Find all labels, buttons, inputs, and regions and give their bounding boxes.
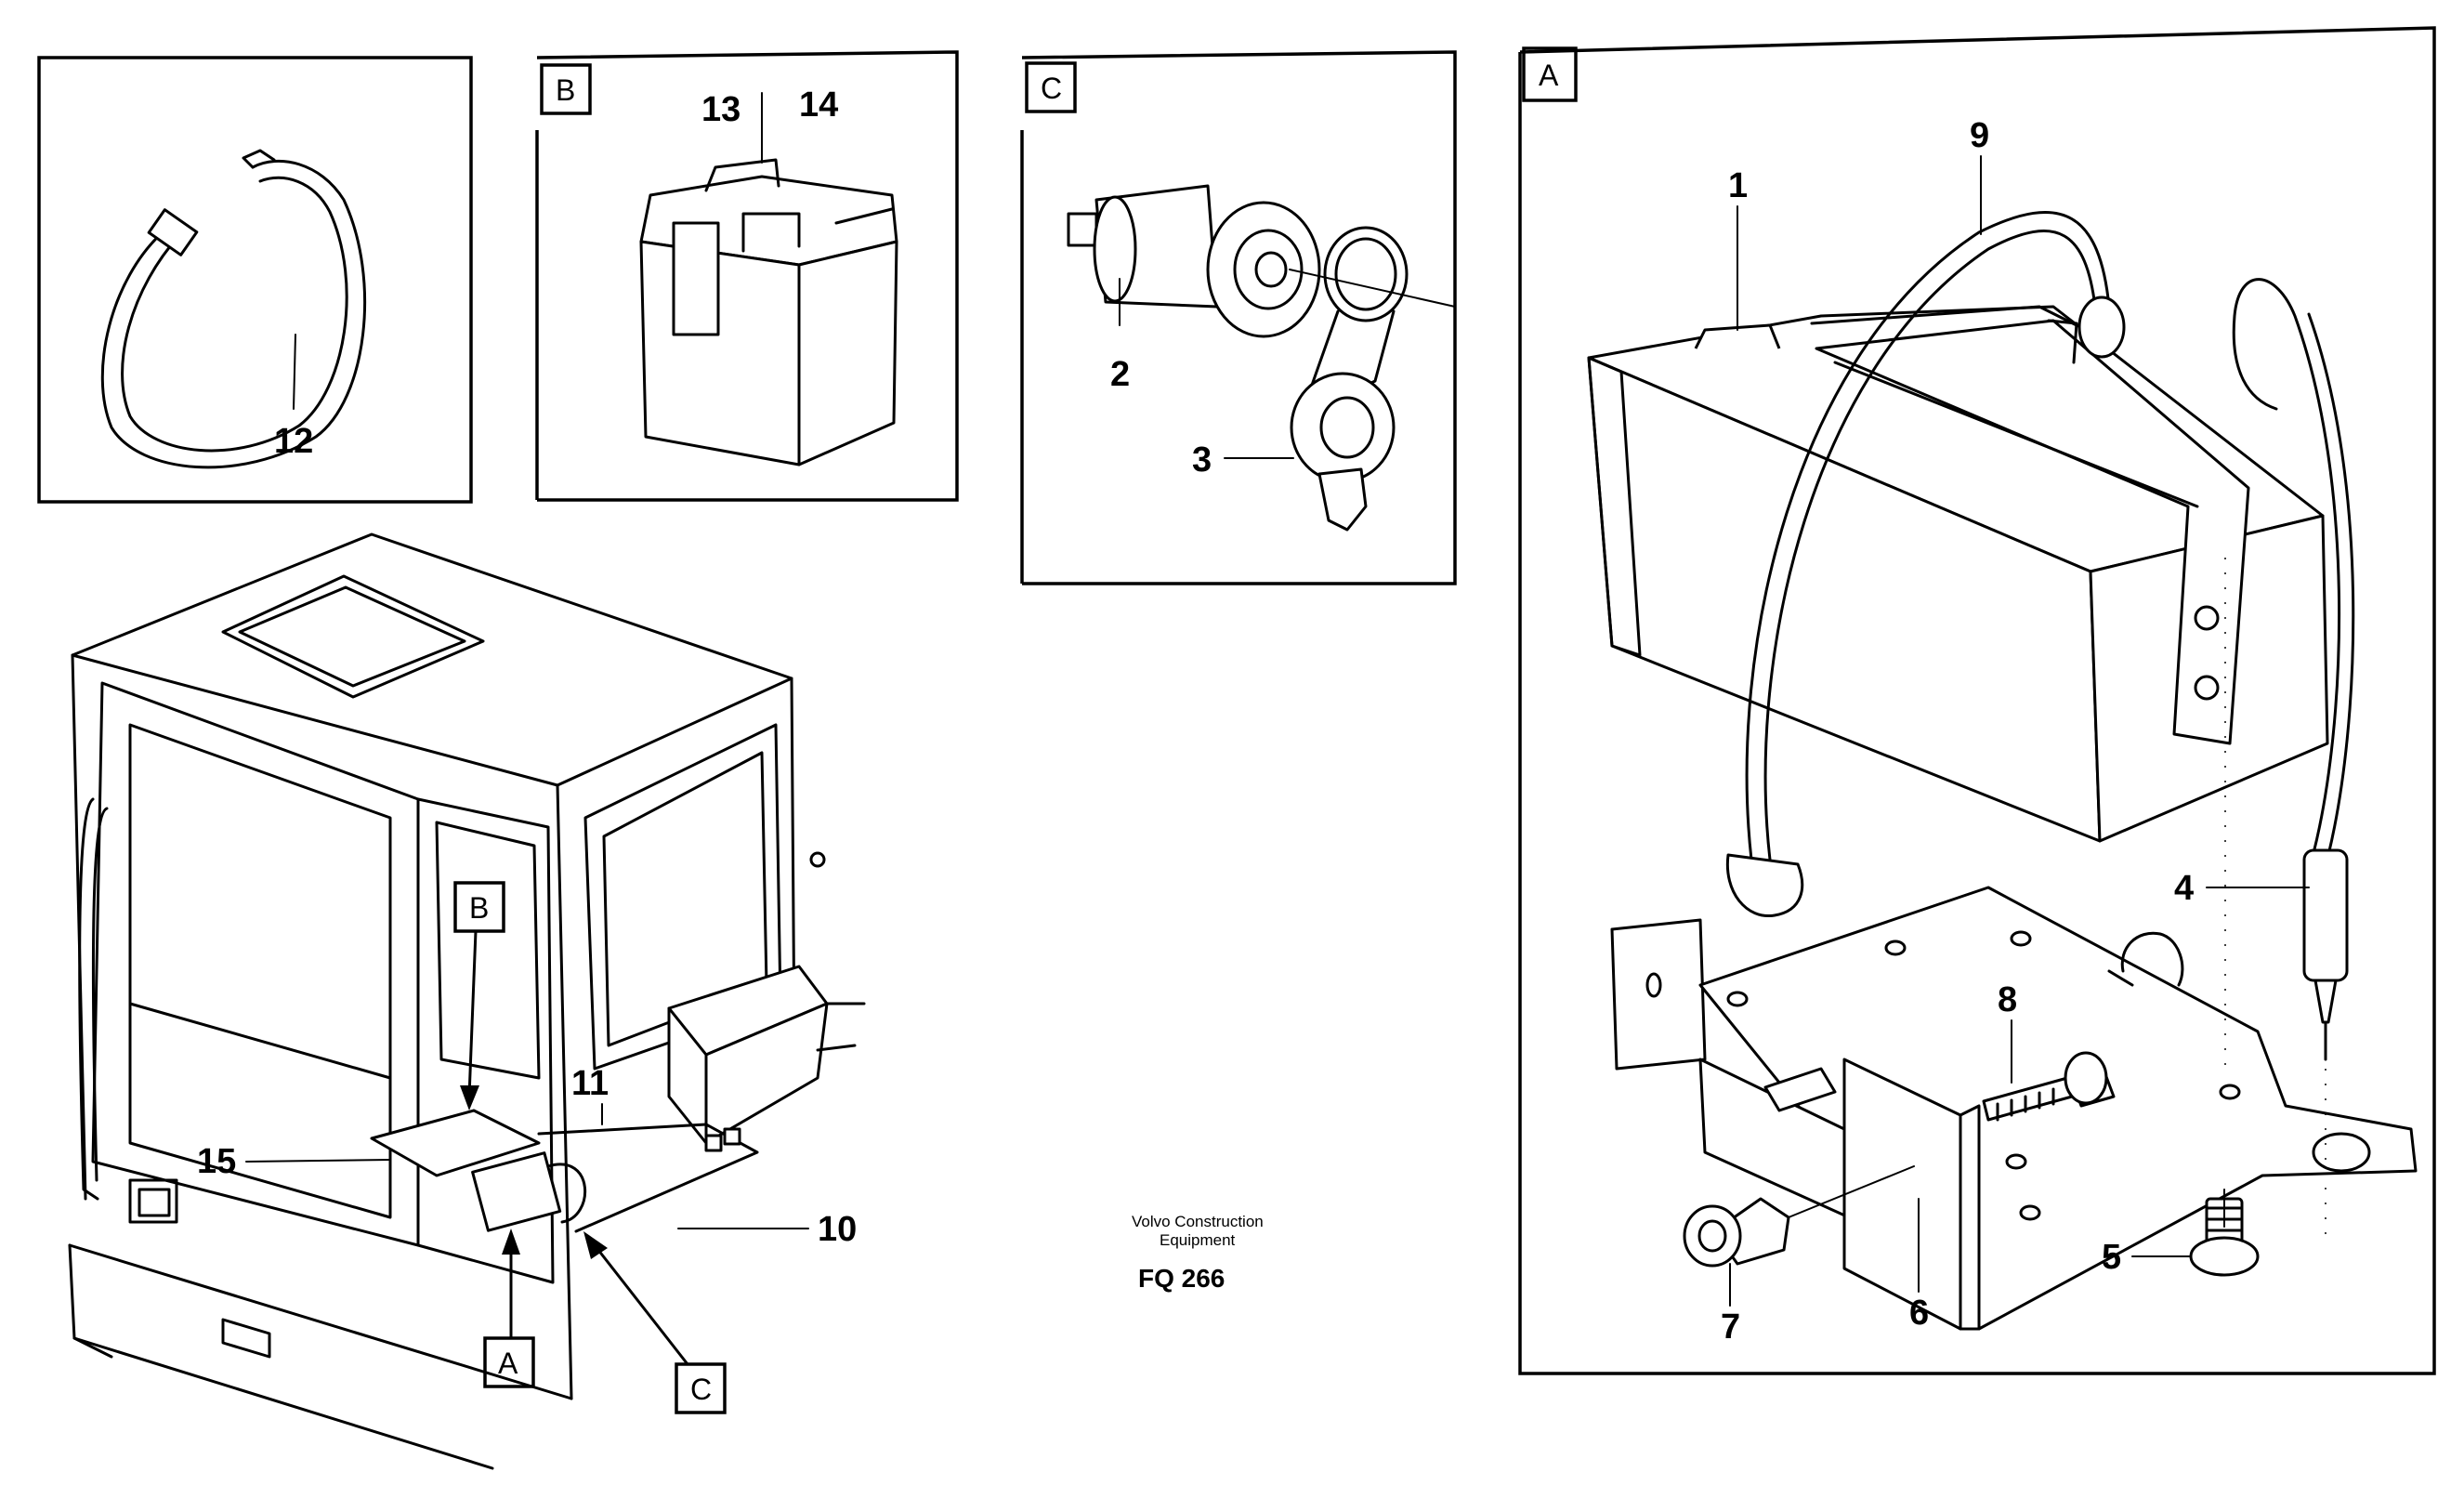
callout-13: 13 — [701, 90, 741, 129]
socket-drawing — [1067, 184, 1456, 532]
panel-frame-12 — [37, 56, 473, 504]
cable-4-drawing — [2232, 278, 2355, 1061]
panel-frame-a — [1518, 26, 2436, 1375]
detail-tag-a-label: A — [1539, 59, 1559, 92]
detail-tag-b — [540, 63, 592, 115]
footer-line1: Volvo Construction — [1132, 1213, 1264, 1230]
cab-overview: B A C 15 11 10 — [68, 532, 866, 1470]
callout-11: 11 — [571, 1064, 609, 1103]
detail-tag-c-cab — [675, 1362, 727, 1414]
detail-tag-c-cab-label: C — [690, 1373, 712, 1406]
panel-cable-tie: 12 — [37, 56, 473, 504]
callout-8: 8 — [1998, 980, 2017, 1019]
callout-3: 3 — [1192, 440, 1212, 480]
screw-5-drawing — [2189, 1189, 2260, 1277]
panel-frame-c — [1021, 50, 1457, 585]
callout-6: 6 — [1909, 1294, 1929, 1333]
bracket-6-drawing — [1610, 886, 2418, 1331]
callout-12: 12 — [274, 422, 313, 461]
footer-credit: Volvo Construction Equipment FQ 266 — [1132, 1213, 1264, 1293]
callout-9: 9 — [1970, 116, 1989, 155]
detail-tag-b-cab — [453, 881, 505, 933]
relay-drawing — [639, 158, 898, 467]
footer-code: FQ 266 — [1138, 1264, 1225, 1293]
cable-tie-drawing — [100, 149, 367, 469]
detail-tag-c — [1025, 61, 1077, 113]
callout-5: 5 — [2102, 1238, 2121, 1277]
callout-1: 1 — [1728, 166, 1748, 205]
detail-tag-a-cab — [483, 1336, 535, 1388]
detail-tag-b-label: B — [556, 73, 575, 107]
panel-a-assembly: A — [1518, 26, 2436, 1375]
callout-7: 7 — [1721, 1308, 1740, 1347]
detail-tag-c-label: C — [1041, 72, 1062, 105]
cable-9-drawing — [1725, 210, 2126, 918]
panel-c-socket: C 2 3 — [1020, 50, 1457, 585]
detail-tag-a-cab-label: A — [498, 1347, 518, 1380]
detail-tag-a — [1522, 46, 1578, 102]
detail-tag-b-cab-label: B — [469, 891, 489, 925]
footer-line2: Equipment — [1160, 1231, 1236, 1249]
panel-b-relay: B 13 14 — [535, 50, 959, 502]
callout-10: 10 — [818, 1210, 857, 1249]
nut-7-drawing — [1683, 1165, 1915, 1268]
panel-frame-b — [536, 50, 959, 502]
callout-14: 14 — [799, 85, 838, 125]
lamp-housing-drawing — [1587, 305, 2329, 843]
callout-2: 2 — [1110, 355, 1130, 394]
screw-8-drawing — [1982, 1051, 2116, 1122]
callout-4: 4 — [2174, 869, 2194, 908]
callout-15: 15 — [197, 1142, 236, 1181]
cab-drawing — [68, 532, 866, 1470]
